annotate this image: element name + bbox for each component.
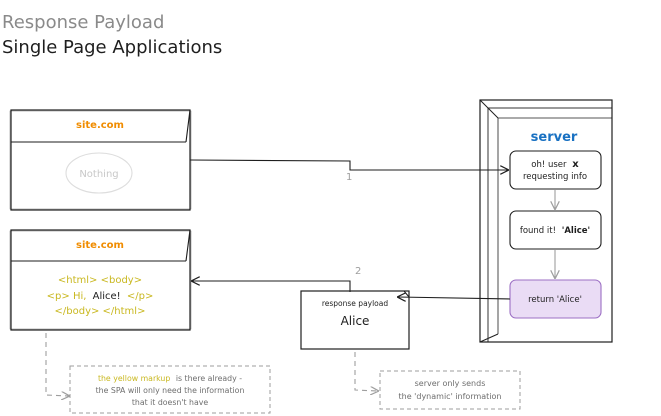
response-arrow-label: 2 [355, 266, 361, 277]
browser-window-top: site.com Nothing [9, 109, 192, 211]
nothing-placeholder-oval [65, 152, 133, 194]
right-note-line2: the 'dynamic' information [399, 392, 502, 401]
browser-top-content: Nothing [79, 169, 118, 180]
left-note: the yellow markup is there already - the… [69, 365, 271, 414]
server-step-return-text: return 'Alice' [528, 295, 582, 305]
browser-top-address: site.com [76, 120, 124, 131]
server-box: server [479, 99, 613, 343]
server-title: server [531, 130, 578, 145]
server-step-found: found it! 'Alice' [509, 210, 602, 250]
server-step-request: oh! user x requesting info [509, 150, 602, 190]
left-note-line1-rest: is there already - [176, 374, 242, 383]
right-note: server only sends the 'dynamic' informat… [379, 370, 521, 410]
diagram-title: Response Payload [2, 12, 164, 33]
markup-line-1: <html> <body> [58, 275, 142, 286]
response-payload-value: Alice [341, 314, 370, 328]
server-step-return: return 'Alice' [509, 279, 602, 319]
response-arrow-payload-to-browser [192, 281, 351, 292]
markup-line-2: <p> Hi, Alice! </p> [47, 291, 154, 302]
markup-line-2-prefix: <p> Hi, [47, 291, 87, 302]
response-payload-label: response payload [322, 299, 389, 308]
request-arrow-label: 1 [346, 172, 352, 183]
browser-window-bottom: site.com <html> <body> <p> Hi, Alice! </… [9, 229, 192, 331]
left-note-highlight: the yellow markup [98, 374, 170, 383]
left-note-line2: the SPA will only need the information [96, 386, 245, 395]
markup-line-3: </body> </html> [55, 306, 146, 317]
left-note-line1: the yellow markup is there already - [98, 374, 242, 383]
left-note-line3: that it doesn't have [132, 398, 209, 407]
server-step-request-line1: oh! user x [531, 159, 579, 170]
server-step-found-value: 'Alice' [562, 226, 590, 236]
server-step-request-mark: x [572, 159, 579, 170]
server-step-found-prefix: found it! [520, 226, 556, 236]
response-payload-box: response payload Alice [300, 290, 410, 350]
response-arrow-server-to-payload [398, 297, 511, 299]
markup-line-2-name: Alice! [93, 291, 121, 302]
request-arrow [189, 159, 508, 170]
server-step-request-text: oh! user [531, 160, 567, 170]
left-note-connector [45, 333, 69, 396]
right-note-line1: server only sends [415, 379, 486, 388]
diagram-subtitle: Single Page Applications [2, 37, 222, 58]
server-step-request-line2: requesting info [523, 172, 587, 182]
right-note-connector [354, 352, 378, 391]
browser-bottom-address: site.com [76, 240, 124, 251]
markup-line-2-suffix: </p> [127, 291, 153, 302]
server-step-found-text: found it! 'Alice' [520, 226, 590, 236]
